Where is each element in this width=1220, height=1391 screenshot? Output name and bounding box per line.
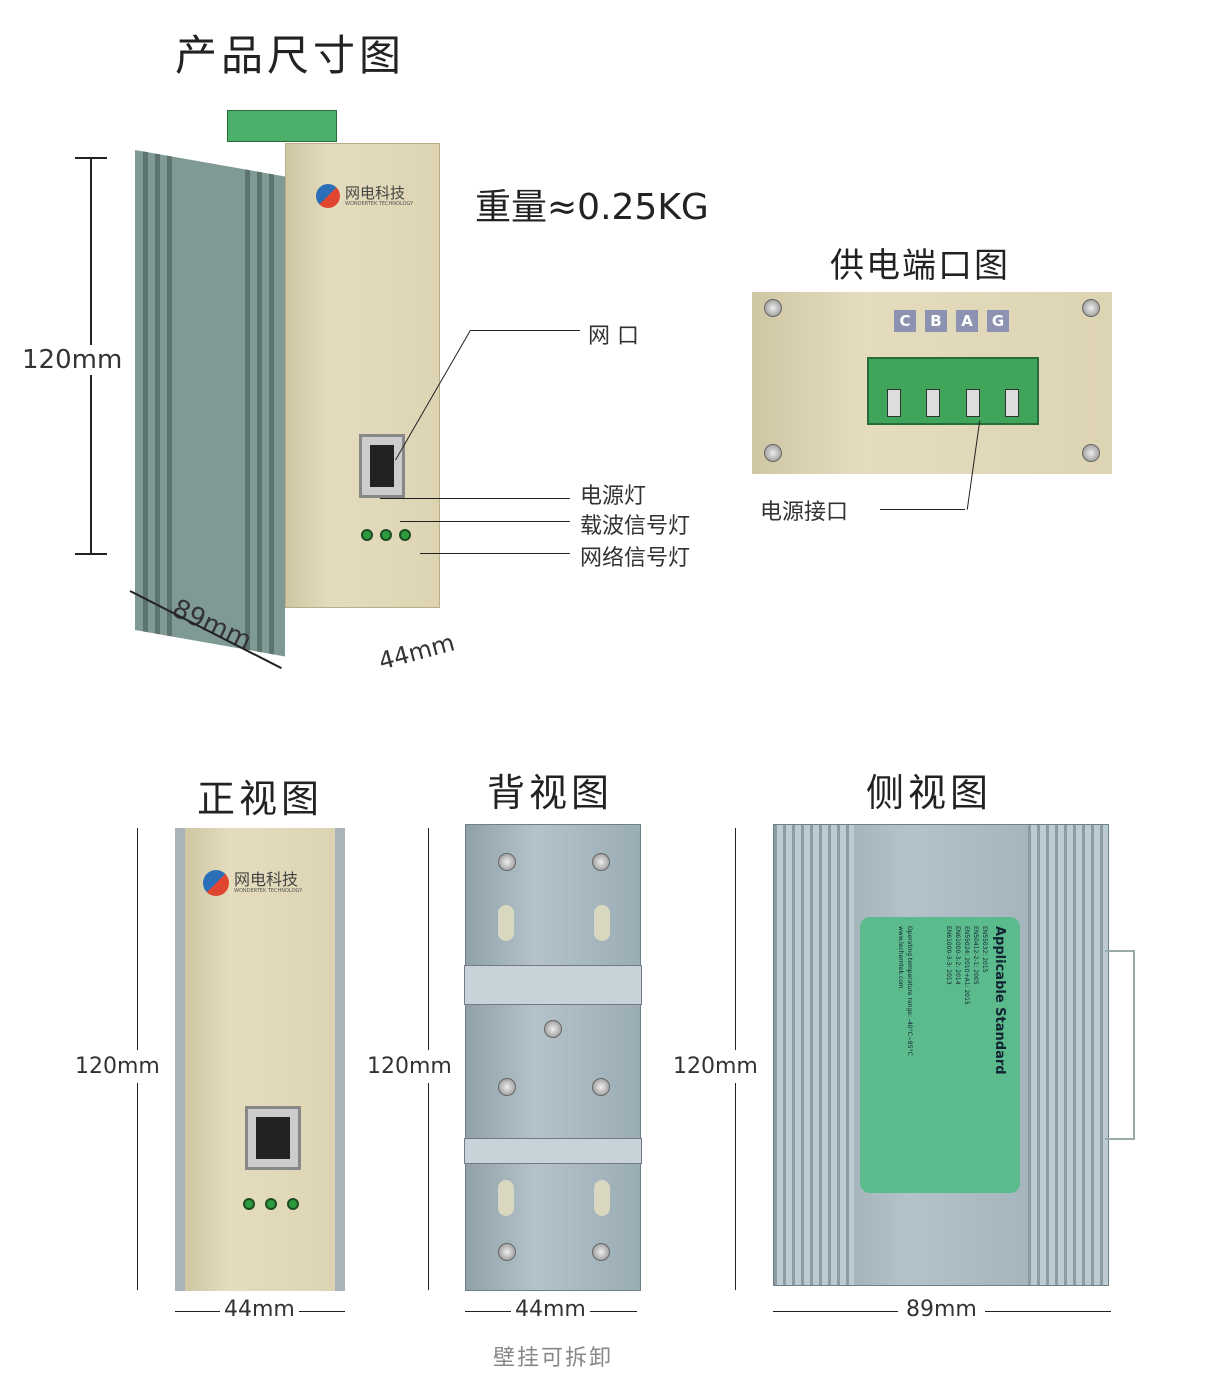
back-view-device [464, 824, 642, 1291]
callout-line [880, 509, 965, 510]
back-view-title: 背视图 [487, 771, 614, 815]
device-front-face: 网电科技 WONDERTEK TECHNOLOGY [285, 143, 440, 608]
brand-logo: 网电科技 WONDERTEK TECHNOLOGY [316, 184, 413, 208]
height-label: 120mm [22, 345, 123, 375]
front-power-led [243, 1198, 255, 1210]
front-brand-sub: WONDERTEK TECHNOLOGY [234, 888, 303, 895]
label-standard: EN61000-3-2: 2014 [954, 926, 962, 985]
power-led [361, 529, 373, 541]
front-carrier-led [265, 1198, 277, 1210]
mount-slot [498, 905, 514, 941]
mount-slot [594, 905, 610, 941]
front-brand-name: 网电科技 [234, 870, 299, 890]
mount-slot [498, 1180, 514, 1216]
logo-icon [203, 870, 229, 896]
label-website: www.lecherntek.com [897, 926, 905, 989]
screw-icon [592, 1078, 610, 1096]
label-standard: EN61000-3-3: 2013 [945, 926, 953, 985]
terminal-tag-c: C [894, 310, 916, 332]
terminal-tag-a: A [956, 310, 978, 332]
label-standard: EN50412-2-1: 2005 [972, 926, 980, 985]
device-isometric: 网电科技 WONDERTEK TECHNOLOGY [130, 110, 450, 657]
callout-carrier-led: 载波信号灯 [580, 514, 691, 539]
screw-icon [544, 1020, 562, 1038]
callout-line [400, 521, 570, 522]
terminal-tag-g: G [987, 310, 1009, 332]
side-view-title: 侧视图 [866, 771, 993, 815]
back-width-label: 44mm [511, 1297, 590, 1322]
screw-icon [498, 853, 516, 871]
brand-text: 网电科技 WONDERTEK TECHNOLOGY [345, 185, 413, 207]
heatsink-fins [1028, 825, 1108, 1285]
side-height-label: 120mm [673, 1050, 758, 1083]
brand-name: 网电科技 [345, 184, 406, 202]
callout-power-led: 电源灯 [580, 484, 647, 509]
callout-line [380, 498, 570, 499]
rail-bar [464, 1138, 642, 1164]
terminal-screws [874, 389, 1032, 417]
callout-line [470, 330, 580, 331]
product-label-content: Applicable Standard EN55032: 2015 EN5041… [865, 920, 1015, 1190]
terminal-tag-b: B [925, 310, 947, 332]
front-view-title: 正视图 [197, 777, 324, 821]
terminal-block [227, 110, 337, 142]
callout-power-interface: 电源接口 [760, 500, 849, 525]
back-height-label: 120mm [367, 1050, 452, 1083]
dimension-tick [75, 157, 107, 159]
front-ethernet-port [245, 1106, 301, 1170]
front-view-device: 网电科技 WONDERTEK TECHNOLOGY [175, 828, 345, 1291]
callout-network-led: 网络信号灯 [580, 546, 691, 571]
screw-icon [764, 444, 782, 462]
callout-port: 网 口 [588, 324, 639, 349]
dimension-tick [75, 553, 107, 555]
din-rail-clip [464, 965, 642, 1005]
screw-icon [592, 1243, 610, 1261]
screw-icon [498, 1243, 516, 1261]
power-port-title: 供电端口图 [830, 246, 1010, 286]
brand-sub: WONDERTEK TECHNOLOGY [345, 200, 414, 207]
power-terminal-block [867, 357, 1039, 425]
screw-icon [764, 299, 782, 317]
screw-icon [1082, 299, 1100, 317]
front-width-label: 44mm [220, 1297, 299, 1322]
side-view-device: Applicable Standard EN55032: 2015 EN5041… [773, 824, 1109, 1286]
front-brand-logo: 网电科技 WONDERTEK TECHNOLOGY [203, 870, 302, 896]
label-temp: Operating temperature range: -40°C~85°C [906, 926, 914, 1056]
callout-line [420, 553, 570, 554]
side-length-label: 89mm [898, 1297, 985, 1322]
label-standard: EN55024: 2010+A1: 2015 [963, 926, 971, 1005]
ethernet-port [359, 434, 405, 498]
front-network-led [287, 1198, 299, 1210]
mount-slot [594, 1180, 610, 1216]
product-label: Applicable Standard EN55032: 2015 EN5041… [860, 917, 1020, 1193]
screw-icon [1082, 444, 1100, 462]
carrier-led [380, 529, 392, 541]
side-din-clip [1105, 950, 1135, 1140]
network-led [399, 529, 411, 541]
logo-icon [316, 184, 340, 208]
screw-icon [592, 853, 610, 871]
front-height-label: 120mm [75, 1050, 160, 1083]
main-title: 产品尺寸图 [175, 31, 406, 80]
heatsink-fins [774, 825, 854, 1285]
screw-icon [498, 1078, 516, 1096]
front-brand-text: 网电科技 WONDERTEK TECHNOLOGY [234, 871, 302, 894]
label-standard: EN55032: 2015 [981, 926, 989, 973]
label-heading: Applicable Standard [992, 926, 1007, 1075]
footer-note: 壁挂可拆卸 [493, 1346, 614, 1371]
heatsink-side [135, 150, 285, 657]
weight-text: 重量≈0.25KG [475, 187, 709, 228]
